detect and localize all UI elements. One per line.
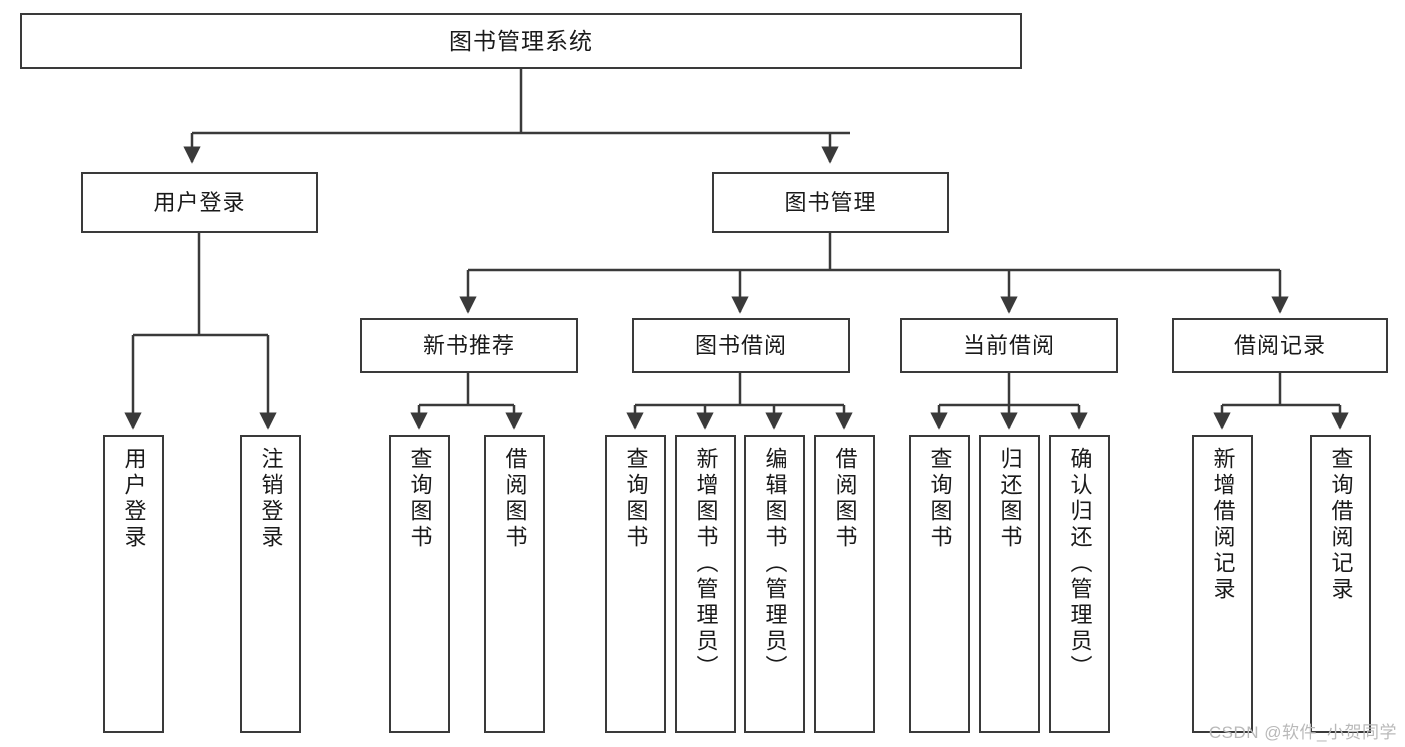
- node-book-management[interactable]: 图书管理: [712, 172, 949, 233]
- node-root[interactable]: 图书管理系统: [20, 13, 1022, 69]
- leaf-label: 注销登录: [258, 447, 284, 551]
- leaf-label: 查询图书: [407, 447, 433, 551]
- leaf-label: 编辑图书（管理员）: [762, 447, 788, 681]
- leaf-book-borrow-edit[interactable]: 编辑图书（管理员）: [744, 435, 805, 733]
- leaf-current-borrow-return[interactable]: 归还图书: [979, 435, 1040, 733]
- node-book-borrow-label: 图书借阅: [694, 332, 787, 358]
- leaf-user-login-logout[interactable]: 注销登录: [240, 435, 301, 733]
- leaf-borrow-record-add[interactable]: 新增借阅记录: [1192, 435, 1253, 733]
- node-current-borrow[interactable]: 当前借阅: [900, 318, 1118, 373]
- leaf-label: 借阅图书: [832, 447, 858, 551]
- node-user-login-label: 用户登录: [153, 189, 246, 215]
- node-borrow-record[interactable]: 借阅记录: [1172, 318, 1388, 373]
- leaf-label: 归还图书: [997, 447, 1023, 551]
- leaf-label: 借阅图书: [502, 447, 528, 551]
- node-new-book-recommend-label: 新书推荐: [422, 332, 515, 358]
- csdn-watermark: CSDN @软件_小贺同学: [1208, 723, 1397, 742]
- leaf-borrow-record-query[interactable]: 查询借阅记录: [1310, 435, 1371, 733]
- leaf-book-borrow-add[interactable]: 新增图书（管理员）: [675, 435, 736, 733]
- leaf-label: 查询图书: [623, 447, 649, 551]
- leaf-label: 查询借阅记录: [1328, 447, 1354, 603]
- leaf-label: 用户登录: [121, 447, 147, 551]
- leaf-label: 新增图书（管理员）: [693, 447, 719, 681]
- leaf-current-borrow-confirm-return[interactable]: 确认归还（管理员）: [1049, 435, 1110, 733]
- node-borrow-record-label: 借阅记录: [1233, 332, 1326, 358]
- node-current-borrow-label: 当前借阅: [962, 332, 1055, 358]
- leaf-current-borrow-query[interactable]: 查询图书: [909, 435, 970, 733]
- leaf-label: 新增借阅记录: [1210, 447, 1236, 603]
- leaf-book-borrow-borrow[interactable]: 借阅图书: [814, 435, 875, 733]
- leaf-new-book-borrow[interactable]: 借阅图书: [484, 435, 545, 733]
- node-book-borrow[interactable]: 图书借阅: [632, 318, 850, 373]
- node-new-book-recommend[interactable]: 新书推荐: [360, 318, 578, 373]
- node-book-management-label: 图书管理: [784, 189, 877, 215]
- leaf-book-borrow-query[interactable]: 查询图书: [605, 435, 666, 733]
- leaf-user-login-login[interactable]: 用户登录: [103, 435, 164, 733]
- leaf-new-book-query[interactable]: 查询图书: [389, 435, 450, 733]
- node-user-login[interactable]: 用户登录: [81, 172, 318, 233]
- node-root-label: 图书管理系统: [449, 27, 593, 54]
- leaf-label: 确认归还（管理员）: [1067, 447, 1093, 681]
- leaf-label: 查询图书: [927, 447, 953, 551]
